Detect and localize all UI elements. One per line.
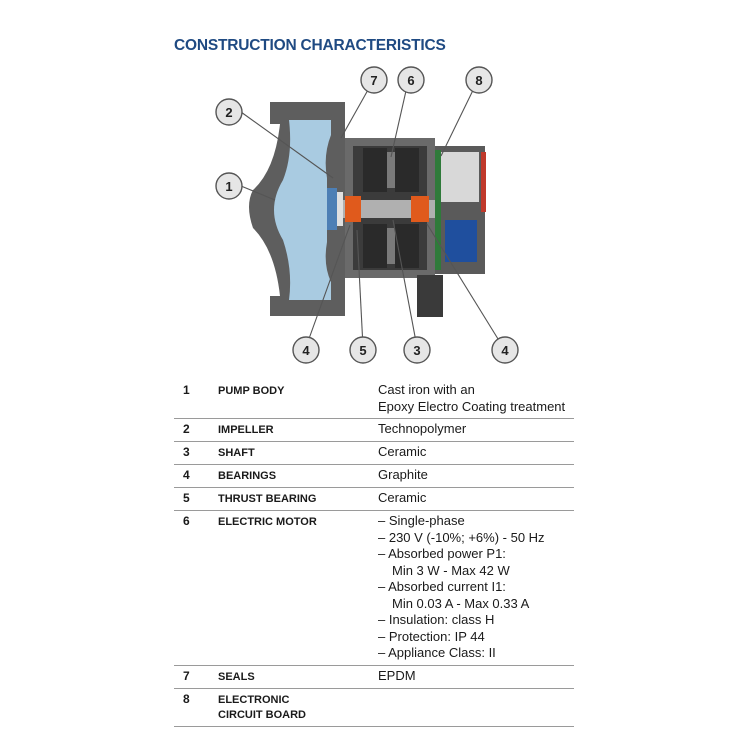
svg-text:1: 1 — [225, 179, 232, 194]
spec-value: Ceramic — [378, 488, 574, 511]
spec-number: 6 — [183, 514, 190, 528]
spec-value-line: – 230 V (-10%; +6%) - 50 Hz — [378, 529, 545, 545]
spec-value-line: Epoxy Electro Coating treatment — [378, 398, 566, 414]
spec-number: 4 — [183, 468, 190, 482]
pump-body — [249, 102, 347, 316]
spec-row: 7 SEALS EPDM — [174, 665, 574, 688]
callout-3: 3 — [403, 336, 431, 364]
spec-value: Technopolymer — [378, 419, 574, 442]
spec-value-line: – Single-phase — [378, 513, 465, 528]
svg-text:3: 3 — [413, 343, 420, 358]
spec-number: 2 — [183, 422, 190, 436]
spec-component-name: ELECTRONIC CIRCUIT BOARD — [218, 693, 306, 721]
spec-value: Graphite — [378, 465, 574, 488]
spec-component-name: ELECTRIC MOTOR — [218, 516, 317, 528]
spec-number: 8 — [183, 691, 190, 706]
svg-text:8: 8 — [475, 73, 482, 88]
spec-row: 4 BEARINGS Graphite — [174, 464, 574, 488]
callout-6: 6 — [397, 66, 425, 94]
callout-1: 1 — [215, 172, 243, 200]
electronic-box — [417, 146, 486, 317]
spec-row: 8 ELECTRONIC CIRCUIT BOARD — [174, 688, 574, 726]
spec-value-line: Cast iron with an — [378, 382, 475, 397]
spec-value-line: – Appliance Class: II — [378, 645, 496, 660]
callout-5: 5 — [349, 336, 377, 364]
spec-value-line: Graphite — [378, 467, 428, 482]
pump-cross-section-diagram: 1 2 3 4 4 5 6 7 8 — [215, 66, 519, 364]
spec-component-name: IMPELLER — [218, 424, 274, 436]
spec-row: 5 THRUST BEARING Ceramic — [174, 487, 574, 511]
svg-text:7: 7 — [370, 73, 377, 88]
spec-value: – Single-phase– 230 V (-10%; +6%) - 50 H… — [378, 511, 574, 666]
spec-number: 3 — [183, 445, 190, 459]
svg-text:4: 4 — [302, 343, 310, 358]
spec-value-line: Min 3 W - Max 42 W — [392, 562, 510, 578]
spec-value-line: – Absorbed current I1: — [378, 579, 506, 594]
spec-number: 1 — [183, 383, 190, 397]
rotor-shaft — [327, 188, 435, 230]
spec-number: 7 — [183, 668, 190, 683]
spec-component-name: BEARINGS — [218, 470, 277, 482]
callout-7: 7 — [360, 66, 388, 94]
spec-value-line: – Protection: IP 44 — [378, 628, 485, 644]
spec-value-line: Ceramic — [378, 490, 427, 505]
spec-row: 6 ELECTRIC MOTOR – Single-phase– 230 V (-1… — [174, 510, 574, 666]
spec-value-line: Technopolymer — [378, 421, 467, 436]
spec-row: 3 SHAFT Ceramic — [174, 441, 574, 465]
spec-value-line: – Absorbed power P1: — [378, 546, 506, 561]
callout-2: 2 — [215, 98, 243, 126]
svg-text:2: 2 — [225, 105, 232, 120]
callout-8: 8 — [465, 66, 493, 94]
page-title: CONSTRUCTION CHARACTERISTICS — [174, 37, 446, 54]
spec-component-name: PUMP BODY — [218, 385, 285, 397]
spec-value — [378, 688, 574, 726]
spec-number: 5 — [183, 491, 190, 505]
spec-value: EPDM — [378, 665, 574, 688]
spec-value-line: Min 0.03 A - Max 0.33 A — [392, 595, 530, 611]
spec-value-line: EPDM — [378, 667, 416, 683]
svg-text:6: 6 — [407, 73, 414, 88]
svg-text:4: 4 — [501, 343, 509, 358]
svg-text:5: 5 — [359, 343, 366, 358]
callout-4-left: 4 — [292, 336, 320, 364]
spec-value: Ceramic — [378, 442, 574, 465]
spec-component-name: SHAFT — [218, 447, 255, 459]
spec-row: 2 IMPELLER Technopolymer — [174, 418, 574, 442]
spec-value-line: – Insulation: class H — [378, 612, 495, 627]
spec-component-name: SEALS — [218, 670, 255, 683]
spec-value-line: Ceramic — [378, 444, 427, 459]
spec-component-name: THRUST BEARING — [218, 493, 317, 505]
callout-4-right: 4 — [491, 336, 519, 364]
